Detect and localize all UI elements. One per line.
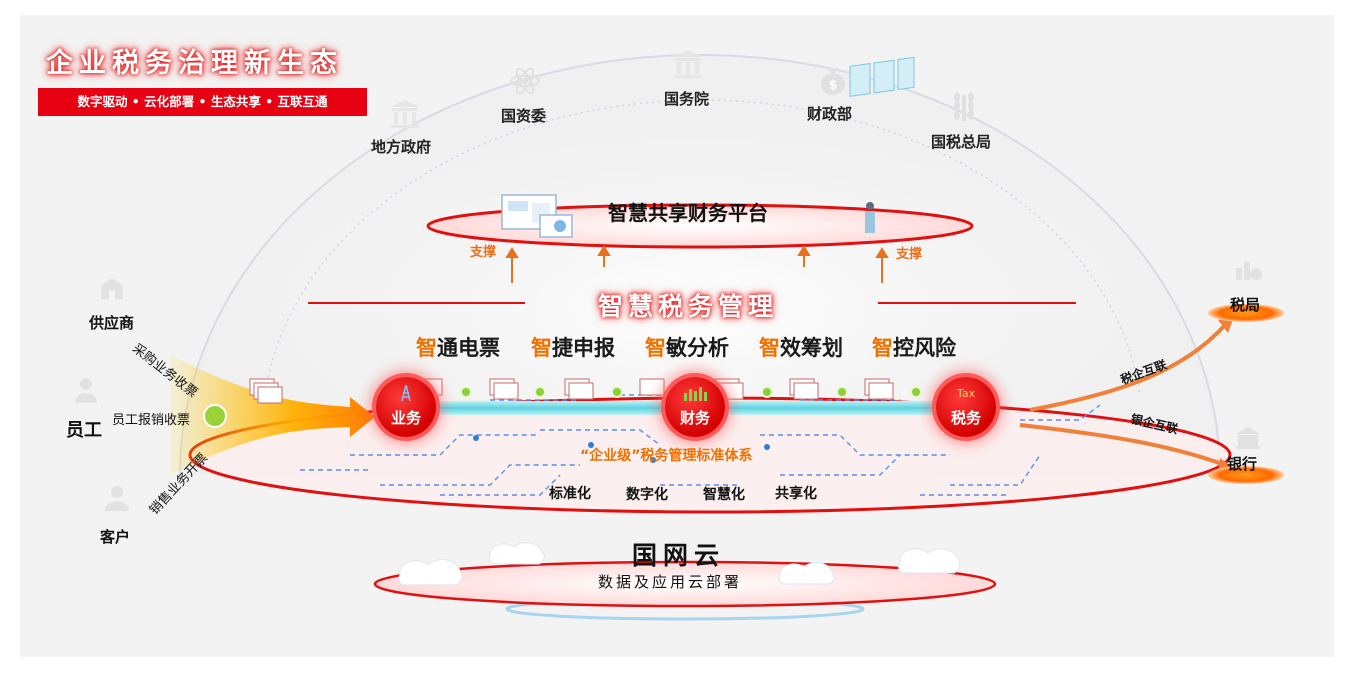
- management-title: 智慧税务管理: [598, 292, 779, 321]
- bank-link-arrow: [1019, 423, 1226, 467]
- support-arrows: [505, 245, 889, 283]
- incoming-beam: [170, 355, 375, 475]
- bar-chart-icon: [683, 387, 707, 401]
- bank-disc: [1208, 466, 1284, 484]
- platform-title: 智慧共享财务平台: [608, 201, 768, 225]
- analyst-image: [849, 56, 915, 233]
- background-graphics: [170, 54, 1284, 621]
- standard-item: 数字化: [626, 487, 668, 503]
- tax-bureau-icon: [1234, 256, 1262, 282]
- gov-label-local-government: 地方政府: [371, 138, 432, 156]
- feature-analysis: 智敏分析: [645, 332, 729, 362]
- bank-icon: [1235, 426, 1261, 450]
- feature-prefix: 智: [759, 336, 780, 360]
- gov-sasac: [508, 65, 542, 101]
- slogan-bar: 数字驱动 • 云化部署 • 生态共享 • 互联互通: [38, 88, 367, 116]
- cloud-title: 国网云: [632, 541, 726, 570]
- bank-label: 银行: [1227, 455, 1258, 473]
- flow-label-expense: 员工报销收票: [112, 413, 191, 428]
- gov-label-state-tax: 国税总局: [931, 133, 992, 151]
- supplier-label: 供应商: [89, 314, 135, 332]
- feature-risk-control: 智控风险: [872, 332, 956, 362]
- diagram-canvas: 企业税务治理新生态 数字驱动 • 云化部署 • 生态共享 • 互联互通 地方政府…: [20, 15, 1334, 657]
- dashboard-image: [501, 194, 573, 238]
- node-tax: Tax 税务: [936, 377, 996, 437]
- atom-icon: [510, 67, 540, 95]
- supplier-icon: [98, 277, 126, 301]
- money-bag-icon: $: [821, 68, 845, 95]
- employee-label: 员工: [66, 420, 102, 441]
- customer-icon: [102, 484, 132, 512]
- standard-title: “企业级”税务管理标准体系: [580, 448, 753, 464]
- feature-text: 敏分析: [666, 336, 729, 360]
- cloud-subtitle: 数据及应用云部署: [598, 573, 743, 591]
- support-label-right: 支撑: [896, 247, 923, 262]
- feature-prefix: 智: [872, 336, 893, 360]
- beam-node: [203, 404, 227, 428]
- page-title: 企业税务治理新生态: [46, 48, 343, 79]
- tax-badge: Tax: [956, 387, 976, 400]
- standard-item: 智慧化: [703, 487, 745, 503]
- feature-prefix: 智: [645, 336, 666, 360]
- node-finance-label: 财务: [679, 409, 710, 427]
- gov-label-state-council: 国务院: [664, 90, 710, 108]
- standard-item: 共享化: [775, 486, 817, 502]
- gov-label-ministry-finance: 财政部: [807, 105, 853, 123]
- dome-inner-dotted: [264, 99, 1141, 396]
- customer-label: 客户: [100, 528, 131, 546]
- feature-prefix: 智: [531, 336, 552, 360]
- tax-bureau-label: 税局: [1230, 296, 1261, 314]
- gov-ministry-finance: $: [816, 64, 850, 100]
- svg-text:$: $: [828, 78, 837, 93]
- wheat-emblem-icon: [954, 92, 974, 121]
- standard-item: 标准化: [549, 486, 591, 502]
- tax-bureau-disc: [1208, 304, 1284, 322]
- dome: [179, 54, 1221, 476]
- pipe-beads: [460, 386, 922, 398]
- feature-e-invoice: 智通电票: [416, 332, 500, 362]
- support-label-left: 支撑: [470, 245, 497, 260]
- gov-state-council: [671, 48, 705, 84]
- cloud-disc: [373, 560, 997, 608]
- employee-icon: [72, 376, 100, 404]
- node-business-label: 业务: [390, 409, 421, 427]
- building-icon: [390, 100, 420, 128]
- gov-state-tax: [947, 91, 981, 127]
- gov-label-sasac: 国资委: [501, 107, 547, 125]
- feature-text: 效筹划: [780, 336, 843, 360]
- feature-text: 通电票: [437, 336, 500, 360]
- feature-text: 捷申报: [552, 336, 615, 360]
- cloud-shapes: [398, 542, 961, 586]
- feature-planning: 智效筹划: [759, 332, 843, 362]
- tax-link-arrow: [1029, 323, 1227, 412]
- node-finance: 财务: [665, 377, 725, 437]
- gov-local-government: [388, 98, 422, 134]
- tower-icon: [400, 384, 412, 402]
- circuit-dots: [473, 435, 770, 463]
- feature-filing: 智捷申报: [531, 332, 615, 362]
- feature-prefix: 智: [416, 336, 437, 360]
- node-business: 业务: [376, 377, 436, 437]
- building-icon: [673, 50, 703, 78]
- node-tax-label: 税务: [950, 409, 981, 427]
- feature-text: 控风险: [893, 336, 956, 360]
